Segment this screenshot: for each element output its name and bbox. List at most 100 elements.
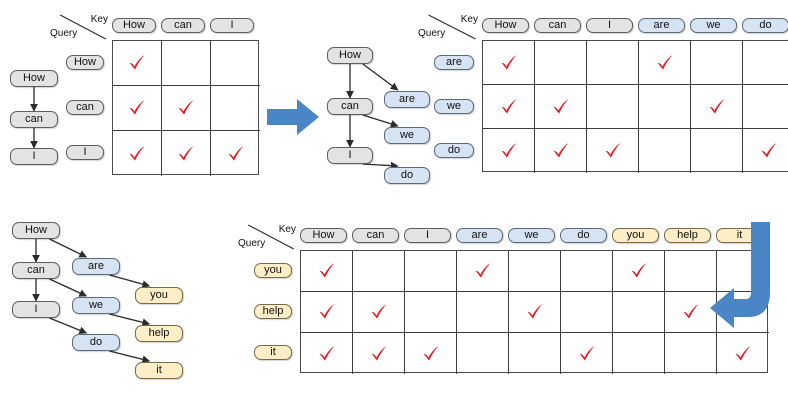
attention-cell[interactable] — [405, 292, 457, 333]
tree-bl-node-you: you — [135, 287, 183, 304]
checkmark-icon — [228, 145, 243, 161]
attention-cell[interactable] — [535, 41, 587, 85]
attention-cell[interactable] — [613, 333, 665, 374]
attention-cell[interactable] — [743, 41, 788, 85]
column-header-are: are — [638, 18, 685, 33]
attention-cell[interactable] — [561, 251, 613, 292]
tree-edge — [109, 274, 151, 288]
attention-cell[interactable] — [301, 251, 353, 292]
tree-bl-node-i: I — [12, 301, 60, 318]
attention-grid — [482, 40, 788, 173]
tree-tl-node-can: can — [10, 111, 58, 128]
attention-cell[interactable] — [353, 333, 405, 374]
column-header-can: can — [352, 228, 399, 243]
attention-cell[interactable] — [113, 131, 162, 176]
attention-cell[interactable] — [691, 85, 743, 129]
token-label: can — [548, 19, 567, 31]
tree-bl-node-help: help — [135, 325, 183, 342]
flow-arrow-wrap-down-left-icon — [710, 222, 770, 328]
attention-cell[interactable] — [691, 129, 743, 173]
attention-cell[interactable] — [113, 41, 162, 86]
attention-cell[interactable] — [457, 251, 509, 292]
attention-cell[interactable] — [561, 333, 613, 374]
tree-tl-node-i: I — [10, 148, 58, 165]
attention-cell[interactable] — [405, 251, 457, 292]
attention-cell[interactable] — [509, 333, 561, 374]
column-header-how: How — [112, 18, 156, 33]
attention-cell[interactable] — [113, 86, 162, 131]
attention-cell[interactable] — [665, 333, 717, 374]
attention-cell[interactable] — [639, 41, 691, 85]
corner-diagonal-line — [59, 14, 107, 40]
attention-cell[interactable] — [353, 292, 405, 333]
checkmark-icon — [683, 304, 698, 319]
attention-cell[interactable] — [587, 129, 639, 173]
attention-cell[interactable] — [483, 85, 535, 129]
key-axis-label: Key — [278, 224, 296, 235]
tree-bl-node-do: do — [72, 334, 120, 351]
corner-diagonal-line — [247, 224, 295, 250]
tree-edge — [49, 317, 88, 334]
attention-cell[interactable] — [743, 85, 788, 129]
attention-cell[interactable] — [457, 333, 509, 374]
attention-cell[interactable] — [613, 251, 665, 292]
attention-cell[interactable] — [509, 251, 561, 292]
token-label: we — [706, 19, 721, 31]
checkmark-icon — [501, 54, 516, 70]
attention-cell[interactable] — [211, 86, 260, 131]
token-label: can — [366, 229, 385, 241]
attention-cell[interactable] — [717, 333, 769, 374]
checkmark-icon — [423, 345, 438, 361]
attention-cell[interactable] — [483, 129, 535, 173]
attention-cell[interactable] — [743, 129, 788, 173]
tree-edge — [362, 63, 399, 91]
attention-cell[interactable] — [211, 131, 260, 176]
attention-cell[interactable] — [561, 292, 613, 333]
tree-tm-node-do: do — [384, 167, 430, 184]
attention-cell[interactable] — [665, 251, 717, 292]
checkmark-icon — [501, 98, 516, 114]
attention-cell[interactable] — [211, 41, 260, 86]
token-label: do — [89, 336, 103, 348]
token-label: How — [312, 229, 335, 241]
attention-cell[interactable] — [639, 129, 691, 173]
attention-cell[interactable] — [509, 292, 561, 333]
query-axis-label: Query — [238, 238, 266, 249]
checkmark-icon — [761, 143, 777, 158]
row-header-how: How — [66, 55, 104, 70]
attention-cell[interactable] — [717, 292, 769, 333]
tree-edge — [49, 238, 88, 258]
attention-cell[interactable] — [587, 85, 639, 129]
attention-cell[interactable] — [691, 41, 743, 85]
attention-cell[interactable] — [639, 85, 691, 129]
attention-cell[interactable] — [717, 251, 769, 292]
attention-grid — [300, 250, 769, 374]
attention-cell[interactable] — [301, 333, 353, 374]
token-label: it — [736, 229, 743, 241]
attention-cell[interactable] — [457, 292, 509, 333]
attention-cell[interactable] — [162, 41, 211, 86]
token-label: I — [230, 19, 234, 31]
row-header-are: are — [434, 54, 474, 70]
row-header-do: do — [434, 142, 474, 158]
attention-cell[interactable] — [535, 85, 587, 129]
attention-cell[interactable] — [483, 41, 535, 85]
checkmark-icon — [527, 304, 542, 319]
attention-cell[interactable] — [162, 131, 211, 176]
attention-cell[interactable] — [613, 292, 665, 333]
attention-cell[interactable] — [587, 41, 639, 85]
attention-cell[interactable] — [353, 251, 405, 292]
attention-cell[interactable] — [301, 292, 353, 333]
attention-cell[interactable] — [162, 86, 211, 131]
token-label: How — [494, 19, 517, 31]
token-label: are — [446, 55, 462, 68]
attention-cell[interactable] — [405, 333, 457, 374]
token-label: How — [24, 224, 47, 236]
attention-cell[interactable] — [535, 129, 587, 173]
